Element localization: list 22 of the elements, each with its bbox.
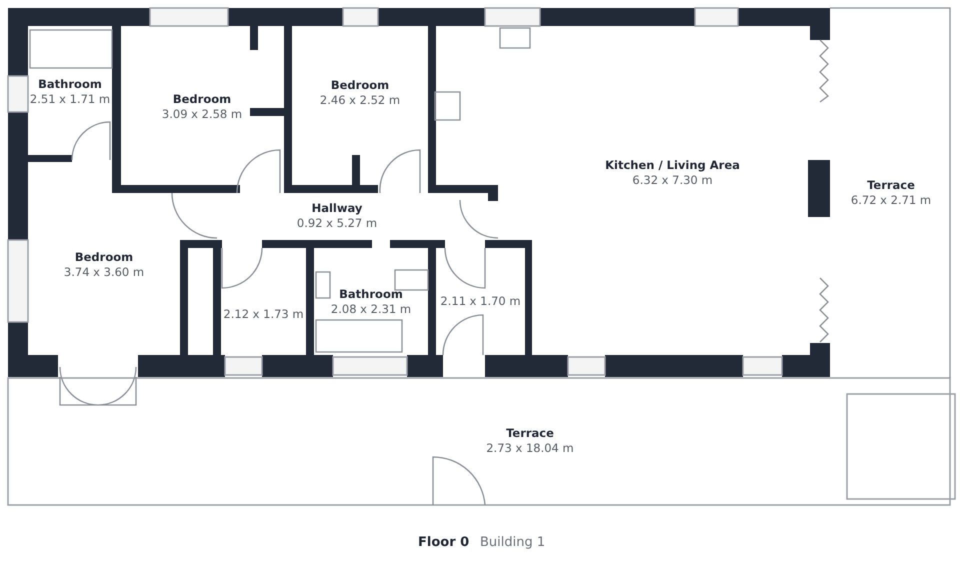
room-dimensions: 3.09 x 2.58 m (162, 106, 242, 122)
room-dimensions: 2.51 x 1.71 m (30, 92, 110, 106)
room-name: Hallway (312, 201, 362, 216)
room-name: Bedroom (330, 78, 390, 93)
room-name: Bathroom (339, 286, 403, 302)
room-dimensions: 3.74 x 3.60 m (64, 265, 144, 280)
room-name: Kitchen / Living Area (605, 158, 740, 173)
room-name: Terrace (867, 178, 915, 193)
floor-label: Floor 0 (418, 535, 470, 550)
building-label: Building 1 (480, 535, 546, 550)
room-dimensions: 2.46 x 2.52 m (320, 93, 400, 108)
room-dimensions: 6.32 x 7.30 m (632, 173, 713, 188)
room-name: Bedroom (172, 92, 232, 106)
room-dimensions: 6.72 x 2.71 m (850, 193, 932, 208)
room-dimensions: 0.92 x 5.27 m (296, 216, 378, 231)
room-dimensions: 2.12 x 1.73 m (223, 306, 304, 322)
room-name: Bedroom (74, 250, 134, 265)
room-name: Bathroom (38, 76, 102, 92)
room-dimensions: 2.73 x 18.04 m (486, 441, 574, 456)
room-dimensions: 2.08 x 2.31 m (330, 302, 412, 316)
room-dimensions: 2.11 x 1.70 m (440, 294, 521, 309)
room-name: Terrace (506, 426, 554, 441)
